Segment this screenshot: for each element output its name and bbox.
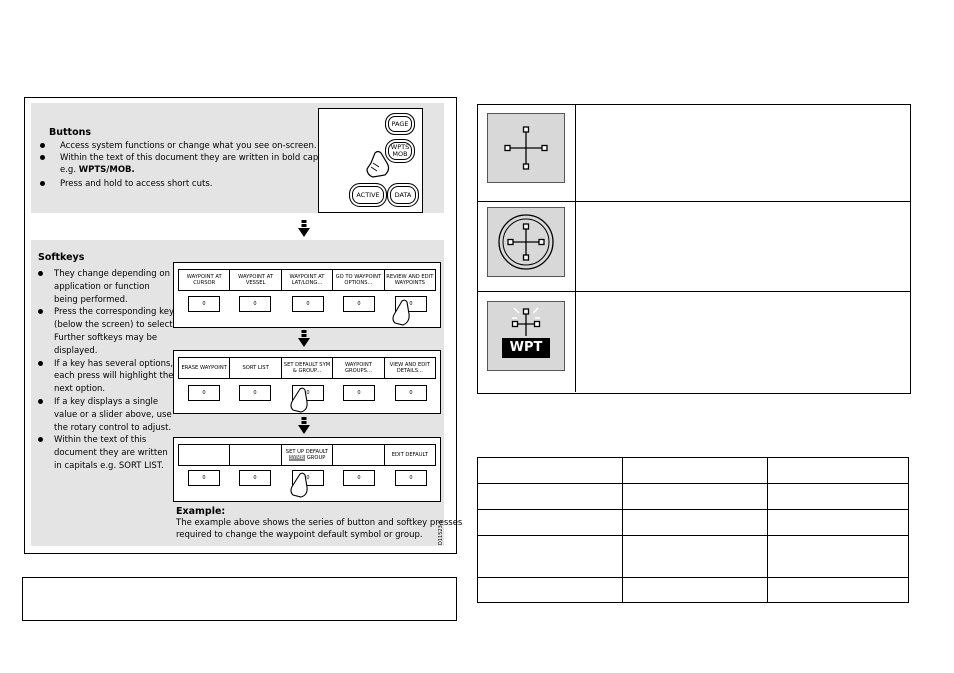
softkey-waypoint-at-latlong[interactable]: WAYPOINT AT LAT/LONG... (282, 270, 334, 290)
bullet-dot (38, 360, 43, 366)
softkey-edit-default[interactable]: EDIT DEFAULT (391, 452, 428, 458)
softkeys-bullet-line: Further softkeys may be (54, 333, 158, 343)
softkeys-bullet-line: being performed. (54, 294, 128, 305)
bullet-dot (38, 309, 43, 315)
bullet-dot (38, 437, 43, 443)
softkeys-bullet-line: each press will highlight the (54, 371, 174, 382)
softkeys-bullet-line: in capitals e.g. SORT LIST. (54, 461, 164, 471)
physical-softkey[interactable]: 0 (239, 470, 271, 486)
page-button[interactable]: PAGE (385, 113, 415, 135)
note-box (22, 577, 457, 621)
physical-softkey[interactable]: 0 (343, 296, 375, 312)
table-row (477, 577, 909, 603)
pressing-finger-icon (290, 387, 308, 413)
softkey-screen-3: SET UP DEFAULT SYMB GROUP EDIT DEFAULT 0… (173, 437, 441, 502)
softkeys-bullet-line: They change depending on (54, 269, 170, 279)
softkey-waypoint-groups[interactable]: WAYPOINT GROUPS... (333, 358, 385, 378)
icon-row-circle-cursor (478, 201, 910, 292)
wpt-cursor-icon: WPT (487, 301, 565, 371)
softkeys-bullet-line: the rotary control to adjust. (54, 422, 172, 433)
buttons-bullet-3: Press and hold to access short cuts. (60, 179, 213, 189)
table-row (477, 509, 909, 536)
softkeys-bullet-line: next option. (54, 384, 106, 395)
example-line-2: required to change the waypoint default … (176, 530, 423, 540)
softkey-screen-1: WAYPOINT AT CURSOR WAYPOINT AT VESSEL WA… (173, 262, 441, 328)
softkeys-heading: Softkeys (38, 252, 85, 263)
example-heading: Example: (176, 506, 226, 517)
softkeys-bullet-line: (below the screen) to select. (54, 320, 176, 331)
softkeys-bullet-line: displayed. (54, 345, 98, 356)
softkey-blank[interactable] (230, 445, 282, 465)
bullet-dot (38, 271, 43, 276)
softkeys-bullet-line: value or a slider above, use (54, 409, 172, 420)
pressing-finger-icon (392, 299, 410, 326)
softkey-review-edit-waypoints[interactable]: REVIEW AND EDIT WAYPOINTS (386, 274, 434, 286)
buttons-bullet-2-cont: e.g. WPTS/MOB. (60, 165, 135, 175)
softkeys-bullet-line: Within the text of this (54, 435, 147, 446)
wpt-label: WPT (509, 340, 543, 355)
physical-softkey[interactable]: 0 (343, 385, 375, 401)
physical-softkey[interactable]: 0 (239, 385, 271, 401)
table-row (477, 457, 909, 484)
example-line-1: The example above shows the series of bu… (176, 518, 463, 528)
softkeys-bullet-line: If a key has several options, (54, 358, 174, 369)
softkey-set-up-default[interactable]: SET UP DEFAULT SYMB GROUP (282, 445, 334, 465)
icon-row-cursor (478, 105, 910, 202)
softkeys-bullet-line: application or function (54, 281, 150, 292)
active-button[interactable]: ACTIVE (349, 183, 387, 207)
pressing-finger-icon (366, 150, 390, 178)
buttons-heading: Buttons (49, 127, 92, 138)
softkey-go-to-waypoint-options[interactable]: GO TO WAYPOINT OPTIONS... (333, 270, 385, 290)
cursor-icon-table: WPT (477, 104, 911, 394)
bullet-dot (38, 399, 43, 404)
physical-softkey[interactable]: 0 (343, 470, 375, 486)
softkey-waypoint-at-vessel[interactable]: WAYPOINT AT VESSEL (230, 270, 282, 290)
softkey-screen-2: ERASE WAYPOINT SORT LIST SET DEFAULT SYM… (173, 350, 441, 414)
data-button[interactable]: DATA (387, 183, 419, 207)
softkey-erase-waypoint[interactable]: ERASE WAYPOINT (179, 358, 231, 378)
cursor-icon (487, 113, 565, 183)
physical-softkey[interactable]: 0 (188, 296, 220, 312)
figure-id: D11523-1 (438, 520, 444, 545)
softkey-set-default-sym-group[interactable]: SET DEFAULT SYM & GROUP... (282, 358, 334, 378)
buttons-bullet-2: Within the text of this document they ar… (60, 153, 336, 163)
buttons-bullet-1: Access system functions or change what y… (60, 141, 317, 151)
softkeys-bullet-line: If a key displays a single (54, 397, 159, 407)
physical-softkey[interactable]: 0 (188, 385, 220, 401)
empty-data-table (477, 457, 909, 603)
down-arrow-icon (298, 330, 310, 347)
softkeys-bullet-line: document they are written (54, 448, 168, 459)
softkey-waypoint-at-cursor[interactable]: WAYPOINT AT CURSOR (179, 270, 231, 290)
table-row (477, 483, 909, 510)
circle-cursor-icon (487, 207, 565, 277)
symb-highlight: SYMB (288, 455, 306, 461)
physical-softkey[interactable]: 0 (188, 470, 220, 486)
softkeys-bullet-line: Press the corresponding key (54, 307, 175, 318)
physical-softkey[interactable]: 0 (395, 470, 427, 486)
softkey-sort-list[interactable]: SORT LIST (230, 358, 282, 378)
physical-softkey[interactable]: 0 (239, 296, 271, 312)
icon-row-wpt-cursor: WPT (478, 291, 910, 392)
physical-softkey[interactable]: 0 (395, 385, 427, 401)
softkey-view-edit-details[interactable]: VIEW AND EDIT DETAILS... (389, 362, 430, 374)
table-row (477, 535, 909, 578)
softkey-blank[interactable] (179, 445, 231, 465)
pressing-finger-icon (290, 472, 308, 498)
softkey-blank[interactable] (333, 445, 385, 465)
down-arrow-icon (298, 220, 310, 237)
physical-softkey[interactable]: 0 (292, 296, 324, 312)
down-arrow-icon (298, 417, 310, 434)
